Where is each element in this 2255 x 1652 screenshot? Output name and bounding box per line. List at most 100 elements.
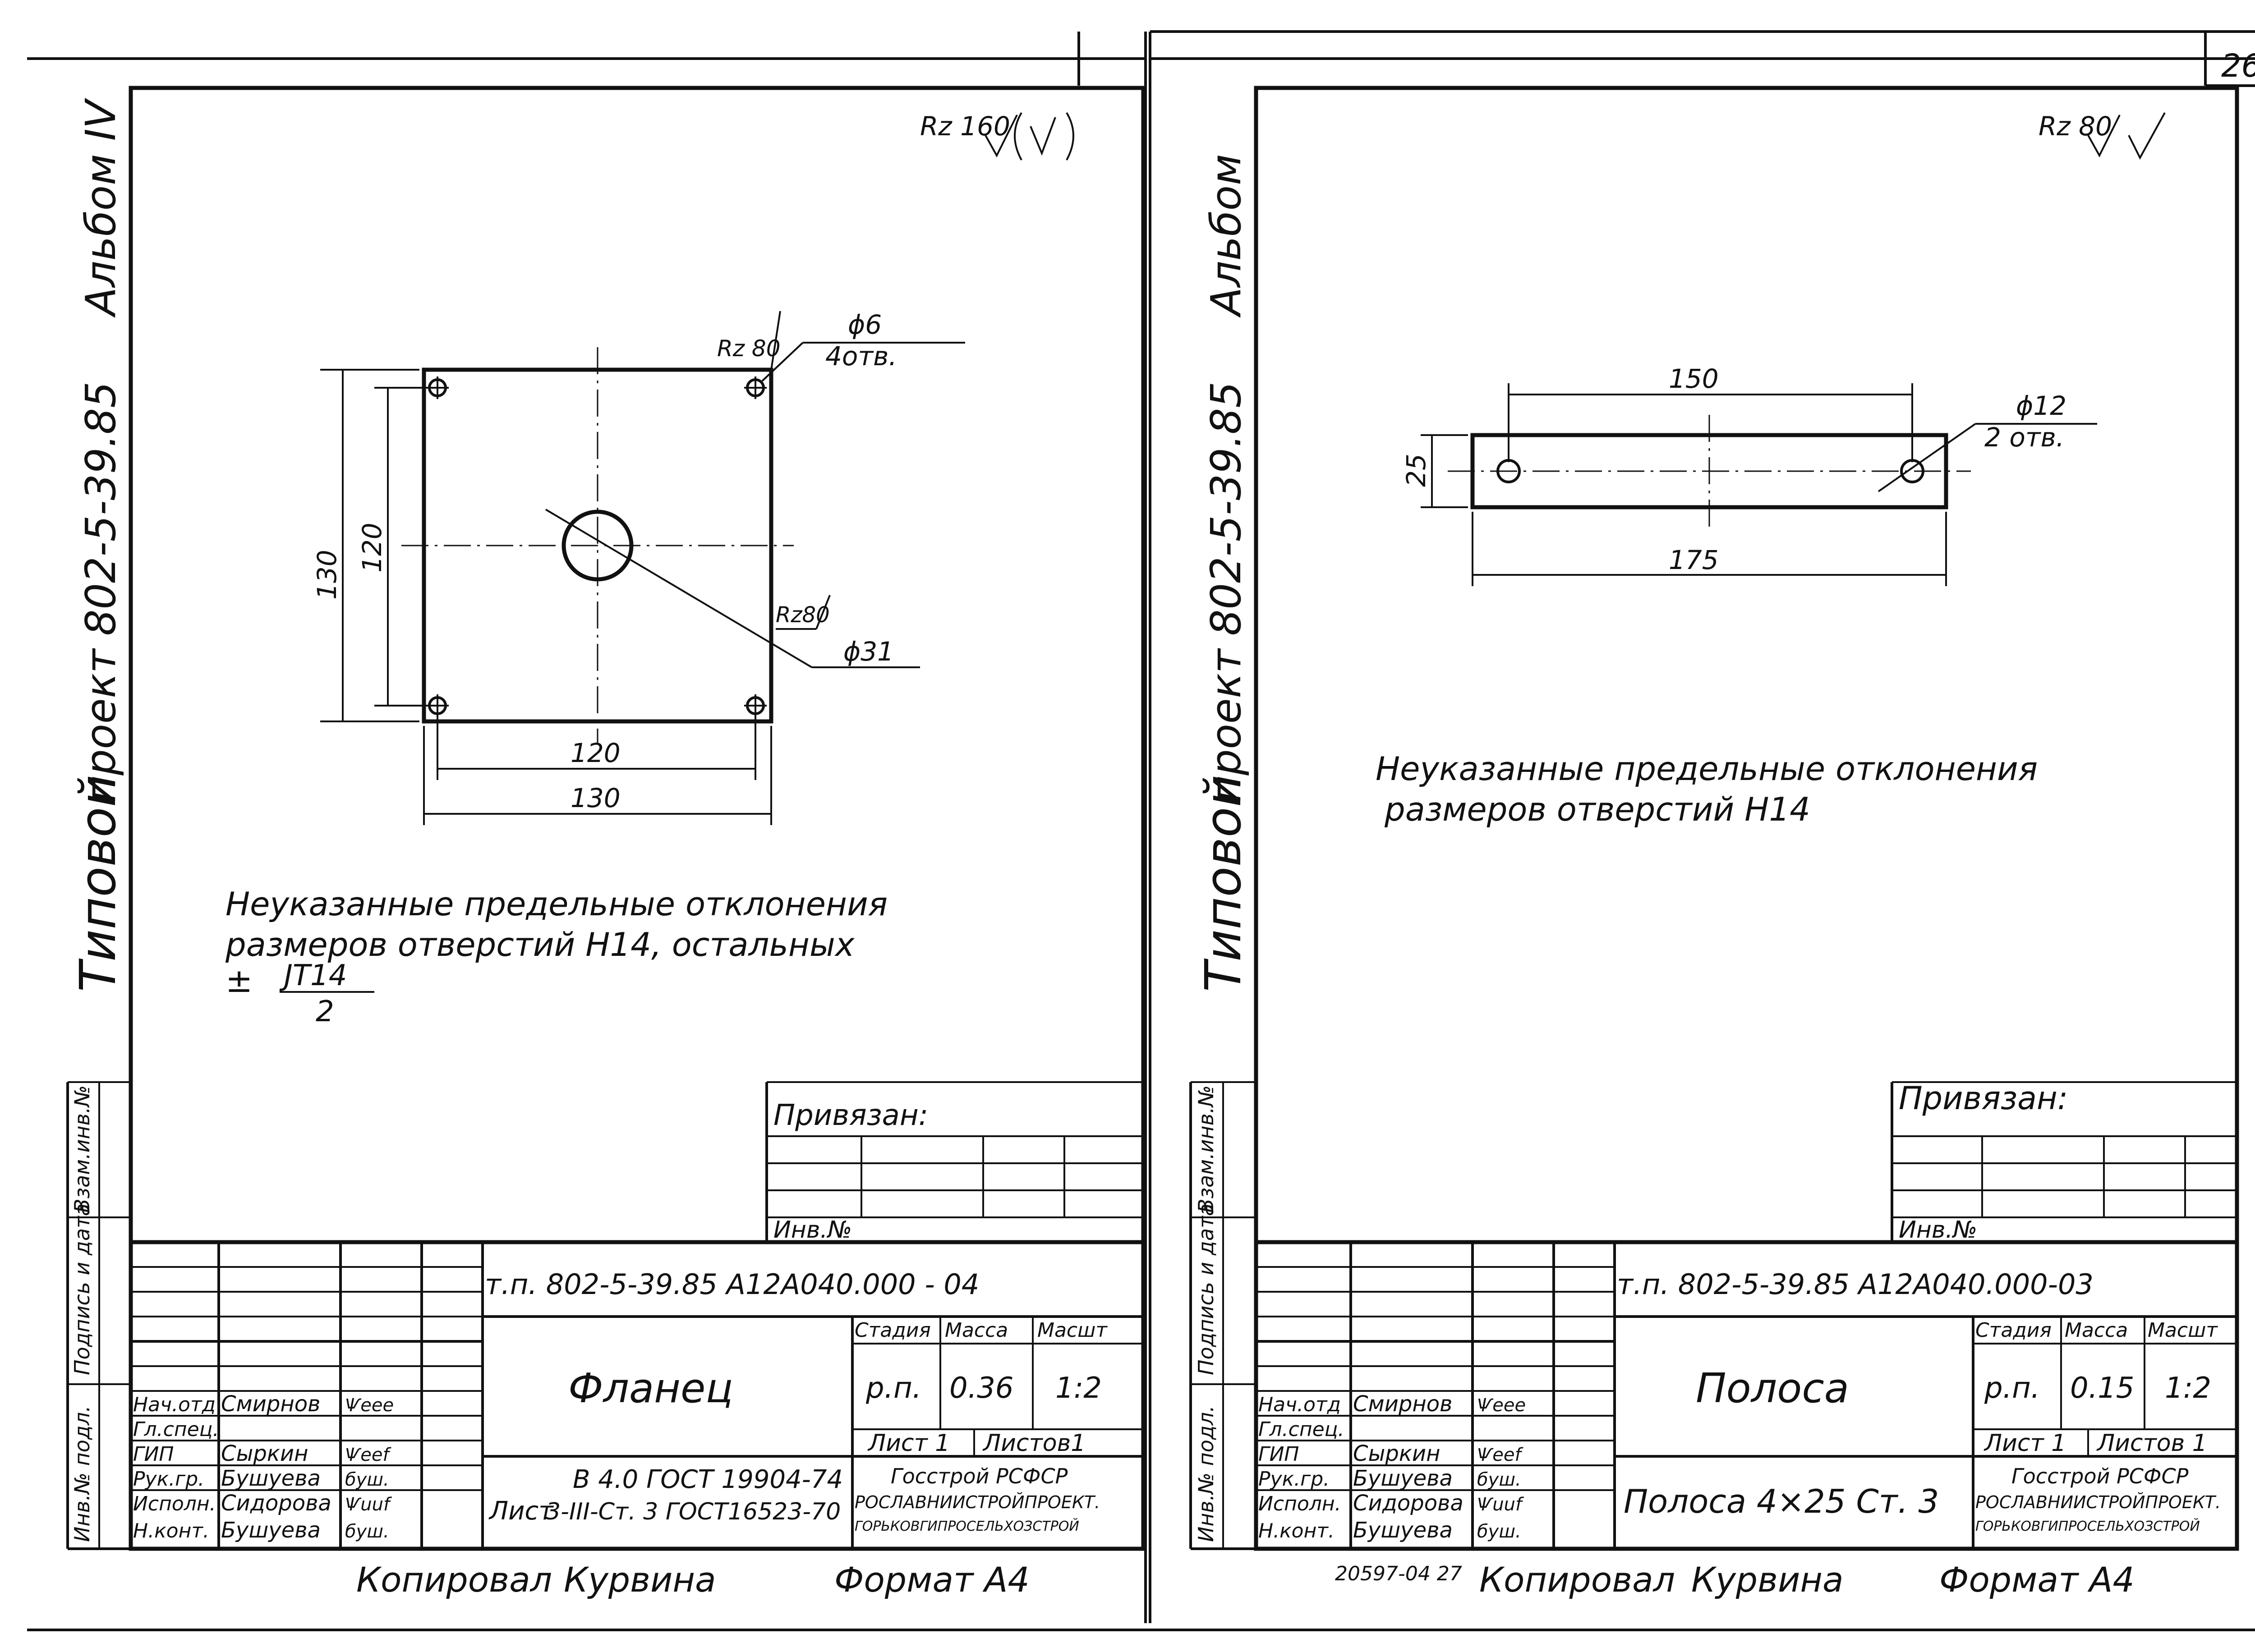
- hole-big-dia: ϕ31: [843, 636, 894, 667]
- person: Бушуева: [1353, 1466, 1453, 1491]
- role: ГИП: [1258, 1443, 1299, 1466]
- inv-no-label: Инв.№: [773, 1216, 852, 1244]
- role: Н.конт.: [1258, 1519, 1335, 1542]
- privyazan-label: Привязан:: [773, 1099, 928, 1132]
- signature: буш.: [345, 1521, 389, 1542]
- sheet-value: Лист 1: [1983, 1430, 2066, 1457]
- hole-dia: ϕ12: [2016, 390, 2066, 421]
- person: Бушуева: [221, 1466, 321, 1491]
- copied-label: Копировал: [1479, 1560, 1675, 1600]
- role: Рук.гр.: [1258, 1468, 1330, 1491]
- role: Гл.спец.: [133, 1418, 219, 1441]
- hole-small-dia: ϕ6: [848, 309, 882, 340]
- org-line-3: ГОРЬКОВГИПРОСЕЛЬХОЗСТРОЙ: [855, 1518, 1079, 1534]
- signature: буш.: [345, 1469, 389, 1490]
- dim-120-horizontal: 120: [571, 738, 621, 768]
- dim-130-vertical: 130: [312, 550, 342, 600]
- dim-120-vertical: 120: [357, 523, 387, 573]
- mass-value: 0.36: [949, 1372, 1014, 1405]
- signature: буш.: [1477, 1521, 1521, 1542]
- org-line-1: Госстрой РСФСР: [2011, 1464, 2189, 1488]
- material-line-2: 3-III-Ст. 3 ГОСТ16523-70: [546, 1498, 841, 1525]
- scale-value: 1:2: [1055, 1372, 1102, 1405]
- signature: Ѱeee: [345, 1395, 394, 1416]
- side-label-typical: Типовой: [1194, 775, 1252, 992]
- dim-175: 175: [1669, 545, 1719, 575]
- roughness-symbol-brackets: [1014, 112, 1074, 161]
- note-pm: ±: [226, 962, 253, 1000]
- person: Смирнов: [1353, 1391, 1452, 1417]
- org-line-1: Госстрой РСФСР: [891, 1464, 1068, 1488]
- title-block: [131, 1240, 1143, 1549]
- roughness-hole: Rz 80: [717, 335, 781, 362]
- signature: буш.: [1477, 1469, 1521, 1490]
- signatures-left: Нач.отд Гл.спец. ГИП Рук.гр. Исполн. Н.к…: [133, 1391, 394, 1543]
- role: Нач.отд: [1258, 1393, 1341, 1416]
- right-sheet: Типовой проект 802-5-39.85 Альбом Инв.№ …: [1189, 86, 2239, 1600]
- mass-header: Масса: [2065, 1319, 2128, 1342]
- sheet-value: Лист 1: [867, 1430, 950, 1457]
- stage-header: Стадия: [1975, 1319, 2052, 1342]
- outer-frame-lines: [27, 30, 2255, 1631]
- stamp-inv-podl: Инв.№ подл.: [1194, 1405, 1218, 1542]
- copied-label: Копировал: [356, 1560, 552, 1600]
- material-line-1: В 4.0 ГОСТ 19904-74: [573, 1465, 843, 1494]
- org-line-2: РОСЛАВНИИСТРОЙПРОЕКТ.: [1975, 1492, 2221, 1512]
- stage-header: Стадия: [855, 1319, 931, 1342]
- material: Полоса 4×25 Ст. 3: [1624, 1482, 1939, 1520]
- note-den: 2: [316, 995, 334, 1028]
- mass-value: 0.15: [2070, 1372, 2135, 1405]
- signature: Ѱeef: [345, 1445, 391, 1465]
- org-line-3: ГОРЬКОВГИПРОСЕЛЬХОЗСТРОЙ: [1975, 1518, 2200, 1534]
- privyazan-table: [765, 1081, 1143, 1242]
- person: Бушуева: [1353, 1518, 1453, 1543]
- person: Бушуева: [221, 1518, 321, 1543]
- role: Н.конт.: [133, 1519, 209, 1542]
- side-label-project: проект 802-5-39.85: [1202, 381, 1250, 803]
- material-prefix: Лист: [488, 1496, 554, 1526]
- note-line-2: размеров отверстий Н14: [1384, 790, 1810, 828]
- title-block: [1256, 1240, 2237, 1549]
- roughness-symbol: [985, 115, 1018, 158]
- sheet-number: 26: [2221, 47, 2255, 84]
- corner-holes: [426, 376, 767, 717]
- note-line-1: Неуказанные предельные отклонения: [226, 885, 888, 923]
- mass-header: Масса: [945, 1319, 1008, 1342]
- scale-header: Масшт: [1037, 1319, 1108, 1342]
- scale-value: 1:2: [2165, 1372, 2211, 1405]
- part-name: Полоса: [1696, 1365, 1849, 1412]
- format-label: Формат А4: [1939, 1560, 2135, 1600]
- hole-small-count: 4отв.: [825, 341, 897, 372]
- person: Сидорова: [221, 1491, 331, 1516]
- role: Нач.отд: [133, 1393, 216, 1416]
- roughness-corner: Rz 160: [920, 111, 1010, 142]
- left-sheet: Типовой проект 802-5-39.85 Альбом IV Инв…: [66, 86, 1146, 1600]
- person: Сыркин: [221, 1441, 308, 1466]
- role: Рук.гр.: [133, 1468, 204, 1491]
- hole-count: 2 отв.: [1984, 422, 2064, 453]
- role: Исполн.: [1258, 1492, 1341, 1515]
- center-hole: [561, 509, 634, 582]
- signature: Ѱeef: [1477, 1445, 1523, 1465]
- part-name: Фланец: [568, 1365, 733, 1412]
- person: Сыркин: [1353, 1441, 1440, 1466]
- scale-header: Масшт: [2148, 1319, 2218, 1342]
- note-line-2: размеров отверстий Н14, остальных: [225, 926, 855, 964]
- stamp-inv-podl: Инв.№ подл.: [70, 1405, 94, 1542]
- person: Смирнов: [221, 1391, 320, 1417]
- roughness-symbol: [2087, 112, 2166, 160]
- stamp-podpis: Подпись и дата: [70, 1203, 94, 1375]
- role: Исполн.: [133, 1492, 216, 1515]
- roughness-center: Rz80: [776, 602, 830, 628]
- signature: Ѱuuf: [1477, 1494, 1524, 1515]
- doc-code: т.п. 802-5-39.85 А12А040.000-03: [1617, 1268, 2094, 1301]
- order-number: 20597-04 27: [1335, 1562, 1462, 1585]
- stamp-podpis: Подпись и дата: [1194, 1203, 1218, 1375]
- dim-25: 25: [1401, 454, 1431, 487]
- format-label: Формат А4: [834, 1560, 1030, 1600]
- dim-150: 150: [1669, 363, 1719, 394]
- signature: Ѱuuf: [345, 1494, 392, 1515]
- signature: Ѱeee: [1477, 1395, 1526, 1416]
- side-label-album: Альбом: [1202, 154, 1250, 318]
